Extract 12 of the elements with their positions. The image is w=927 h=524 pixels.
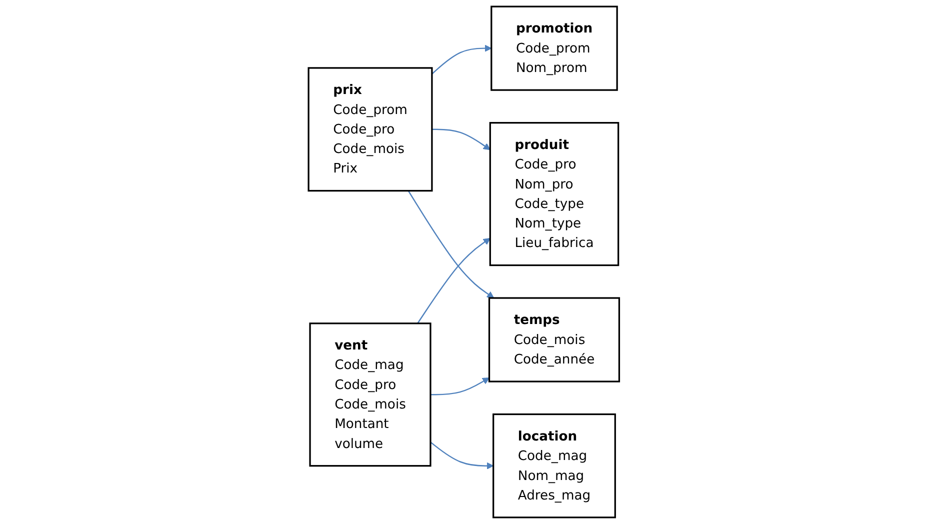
node-box: vent Code_mag Code_pro Code_mois Montant volume [308,322,431,467]
node-box: location Code_mag Nom_mag Adres_mag [492,413,616,518]
arrow [431,44,492,74]
arrow [430,442,494,470]
arrow [407,190,494,298]
arrow [416,238,490,324]
arrow [432,128,490,150]
node-box: produit Code_pro Nom_pro Code_type Nom_type Lieu_fabrica [488,122,619,266]
arrow [430,378,490,396]
node-box: temps Code_mois Code_année [488,297,620,382]
node-box: prix Code_prom Code_pro Code_mois Prix [307,67,432,192]
node-box: promotion Code_prom Nom_prom [490,6,618,91]
